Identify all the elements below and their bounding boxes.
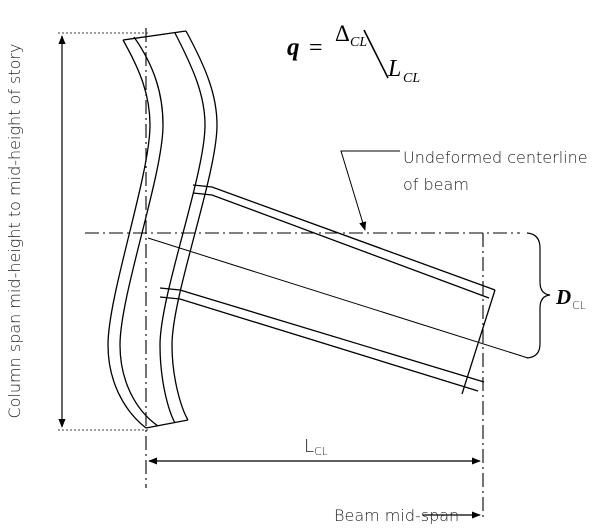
formula-denominator-sub: CL [403,71,420,86]
formula-numerator-sub: CL [350,35,367,50]
lcl-label-sub: CL [314,445,328,458]
delta-label-sub: CL [572,299,586,312]
formula-numerator: Δ [335,21,350,46]
chord-line [147,237,529,359]
column-span-label: Column span mid-height to mid-height of … [5,44,24,419]
delta-label: D [555,285,571,309]
formula-equals: = [309,35,323,61]
deformed-beam [159,184,496,395]
formula-slash [363,29,389,79]
delta-brace [526,232,551,359]
lcl-label: L [304,436,314,457]
formula-denominator: L [387,56,401,82]
formula-lhs: q [287,34,300,61]
undeformed-label-line1: Undeformed centerline [403,148,588,167]
undeformed-label-line2: of beam [403,175,469,194]
rotation-formula: q = Δ CL L CL [287,21,420,86]
centerlines [85,28,520,520]
undeformed-leader [340,150,400,231]
deformed-column [107,30,218,429]
beam-midspan-label: Beam mid-span [334,506,459,525]
span-extension-lines [58,32,150,431]
